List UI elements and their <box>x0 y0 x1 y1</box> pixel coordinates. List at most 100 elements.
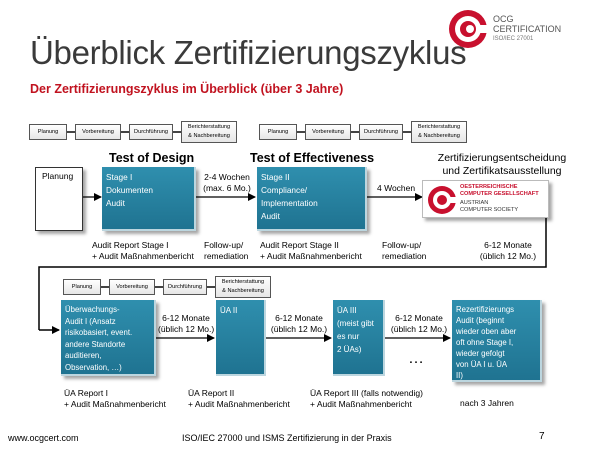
ocg-certification-logo: OCG CERTIFICATION ISO/IEC 27001 <box>447 8 597 50</box>
stage1-box: Stage I Dokumenten Audit <box>102 167 196 231</box>
gap-line: (üblich 12 Mo.) <box>158 324 215 334</box>
arrow1-line1: 2-4 Wochen <box>204 172 250 182</box>
label-after-3-years: nach 3 Jahren <box>460 398 514 408</box>
gap-line: 6-12 Monate <box>275 313 323 323</box>
label-ua3-report: ÜA Report III (falls notwendig) + Audit … <box>310 388 423 410</box>
page-number: 7 <box>539 431 545 442</box>
mini-box-berichterstattung: Berichterstattung & Nachbereitung <box>181 121 237 143</box>
mini-bericht-line1: Berichterstattung <box>187 124 231 130</box>
gap-label-2: 6-12 Monate (üblich 12 Mo.) <box>270 313 328 335</box>
stage1-line: Stage I <box>106 172 133 182</box>
gap-line: (üblich 12 Mo.) <box>390 324 448 334</box>
label-line: + Audit Maßnahmenbericht <box>188 399 290 409</box>
mini-box-durchfuehrung: Durchführung <box>163 279 207 295</box>
stage1-line: Dokumenten <box>106 185 154 195</box>
page-subtitle: Der Zertifizierungszyklus im Überblick (… <box>30 82 344 96</box>
rezert-line: wieder oben aber <box>456 327 517 336</box>
mini-process-strip-3: Planung Vorbereitung Durchführung Berich… <box>63 276 273 298</box>
footer-url: www.ocgcert.com <box>8 433 79 443</box>
mini-connector <box>155 286 163 288</box>
mini-connector <box>297 131 305 133</box>
label-ua2-report: ÜA Report II + Audit Maßnahmenbericht <box>188 388 290 410</box>
mini-box-planung: Planung <box>63 279 101 295</box>
label-line: 6-12 Monate <box>484 240 532 250</box>
label-line: + Audit Maßnahmenbericht <box>92 251 194 261</box>
ueberwachungs-audit-box: Überwachungs- Audit I (Ansatz risikobasi… <box>61 300 156 376</box>
logo-line-iso: ISO/IEC 27001 <box>493 36 534 42</box>
label-ua1-report: ÜA Report I + Audit Maßnahmenbericht <box>64 388 166 410</box>
mini-connector <box>351 131 359 133</box>
mini-box-planung: Planung <box>29 124 67 140</box>
wrap-connector <box>38 214 547 330</box>
mini-box-durchfuehrung: Durchführung <box>129 124 173 140</box>
label-line: (üblich 12 Mo.) <box>479 251 537 261</box>
mini-box-vorbereitung: Vorbereitung <box>305 124 351 140</box>
rezert-line: Rezertifizierungs <box>456 305 515 314</box>
arrow1-label: 2-4 Wochen (max. 6 Mo.) <box>199 172 255 194</box>
mini-box-planung: Planung <box>259 124 297 140</box>
mini-bericht-line2: & Nachbereitung <box>222 288 264 294</box>
logo-line-certification: CERTIFICATION <box>493 24 562 34</box>
gap-line: (üblich 12 Mo.) <box>270 324 328 334</box>
label-line: Audit Report Stage II <box>260 240 339 250</box>
stage1-line: Audit <box>106 198 125 208</box>
arrow2-label: 4 Wochen <box>377 183 416 193</box>
ocg-society-line4: COMPUTER SOCIETY <box>460 207 519 213</box>
label-line: remediation <box>204 251 249 261</box>
label-line: remediation <box>382 251 427 261</box>
label-stage2-report: Audit Report Stage II + Audit Maßnahmenb… <box>260 240 362 262</box>
ocg-certification-emblem-icon <box>449 10 489 48</box>
mini-box-vorbereitung: Vorbereitung <box>75 124 121 140</box>
ua1-line: Observation, …) <box>65 362 122 372</box>
mini-process-strip-1: Planung Vorbereitung Durchführung Berich… <box>29 121 239 143</box>
ocg-society-line1: OESTERREICHISCHE <box>460 184 518 190</box>
ua3-line: es nur <box>337 332 360 341</box>
label-line: Follow-up/ <box>204 240 244 250</box>
ocg-society-line2: COMPUTER GESELLSCHAFT <box>460 191 539 197</box>
gap-line: 6-12 Monate <box>395 313 443 323</box>
ua1-line: Überwachungs- <box>65 305 120 314</box>
label-line: Audit Report Stage I <box>92 240 169 250</box>
ua3-line: ÜA III <box>337 306 357 315</box>
rezert-line: von ÜA I u. ÜA <box>456 360 508 369</box>
ocg-society-emblem-icon <box>428 186 457 214</box>
mini-box-berichterstattung: Berichterstattung & Nachbereitung <box>411 121 467 143</box>
decision-line2: und Zertifikatsausstellung <box>442 165 562 177</box>
gap-line: 6-12 Monate <box>162 313 210 323</box>
mini-connector <box>173 131 181 133</box>
mini-process-strip-2: Planung Vorbereitung Durchführung Berich… <box>259 121 469 143</box>
rezert-line: oft ohne Stage I, <box>456 338 514 347</box>
mini-connector <box>207 286 215 288</box>
label-line: + Audit Maßnahmenbericht <box>260 251 362 261</box>
mini-bericht-line2: & Nachbereitung <box>188 133 230 139</box>
heading-certification-decision: Zertifizierungsentscheidung und Zertifik… <box>418 152 586 178</box>
ocg-society-line3: AUSTRIAN <box>460 200 489 206</box>
label-line: Follow-up/ <box>382 240 422 250</box>
mini-bericht-line1: Berichterstattung <box>417 124 461 130</box>
stage2-line: Compliance/ <box>261 185 308 195</box>
mini-box-berichterstattung: Berichterstattung & Nachbereitung <box>215 276 271 298</box>
mini-box-vorbereitung: Vorbereitung <box>109 279 155 295</box>
ellipsis: … <box>408 350 424 367</box>
gap-label-1: 6-12 Monate (üblich 12 Mo.) <box>158 313 214 335</box>
label-months-row1: 6-12 Monate (üblich 12 Mo.) <box>468 240 548 262</box>
gap-label-3: 6-12 Monate (üblich 12 Mo.) <box>390 313 448 335</box>
stage2-line: Audit <box>261 211 280 221</box>
ocg-society-logo: OESTERREICHISCHE COMPUTER GESELLSCHAFT A… <box>422 180 549 218</box>
stage2-box: Stage II Compliance/ Implementation Audi… <box>257 167 367 231</box>
heading-test-of-effectiveness: Test of Effectiveness <box>250 151 375 165</box>
label-line: ÜA Report III (falls notwendig) <box>310 388 423 398</box>
label-line: ÜA Report I <box>64 388 108 398</box>
planung-box: Planung <box>35 167 83 231</box>
stage2-line: Implementation <box>261 198 318 208</box>
label-line: + Audit Maßnahmenbericht <box>310 399 412 409</box>
ua1-line: Audit I (Ansatz <box>65 316 116 326</box>
label-followup-1: Follow-up/ remediation <box>204 240 248 262</box>
mini-connector <box>121 131 129 133</box>
rezert-line: Audit (beginnt <box>456 316 505 325</box>
page-title: Überblick Zertifizierungszyklus <box>30 34 467 71</box>
label-stage1-report: Audit Report Stage I + Audit Maßnahmenbe… <box>92 240 194 262</box>
mini-connector <box>403 131 411 133</box>
